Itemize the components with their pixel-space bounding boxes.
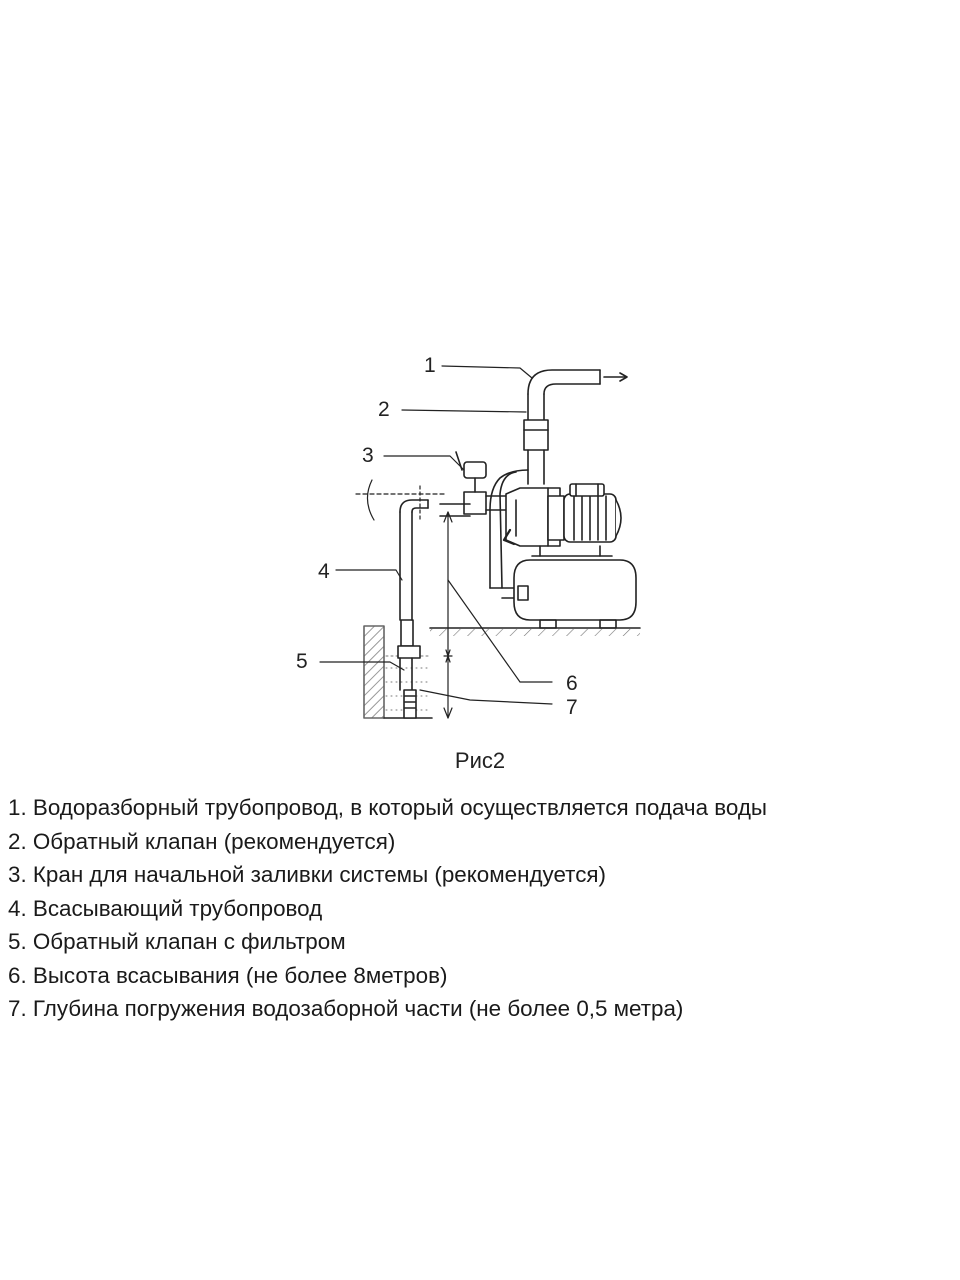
pressure-tank — [513, 559, 637, 629]
suction-connection — [439, 491, 507, 517]
well-wall — [363, 625, 385, 719]
pressure-switch — [502, 528, 516, 546]
legend-item: 7. Глубина погружения водозаборной части… — [8, 996, 684, 1021]
callout-2: 2 — [378, 398, 390, 421]
ground-line — [429, 627, 641, 636]
callout-5: 5 — [296, 650, 308, 673]
callout-6: 6 — [566, 672, 578, 695]
legend-item: 3. Кран для начальной заливки системы (р… — [8, 862, 606, 887]
pump-installation-diagram — [319, 365, 641, 719]
pump-bracket — [531, 545, 613, 557]
angle-indicator — [355, 479, 445, 521]
foot-valve — [397, 619, 421, 719]
callout-7: 7 — [566, 696, 578, 719]
suction-pipe — [399, 499, 429, 621]
legend-item: 1. Водоразборный трубопровод, в который … — [8, 795, 768, 820]
figure-caption: Рис2 — [454, 748, 506, 773]
pump-motor — [563, 483, 622, 543]
suction-height-dimension — [443, 511, 453, 719]
callout-1: 1 — [424, 354, 436, 377]
outlet-check-valve — [523, 419, 549, 485]
priming-tap — [455, 451, 487, 493]
legend-item: 6. Высота всасывания (не более 8метров) — [8, 962, 448, 988]
legend-item: 2. Обратный клапан (рекомендуется) — [8, 828, 396, 854]
pump-body — [505, 487, 565, 547]
callout-leaders — [319, 365, 553, 705]
callout-3: 3 — [362, 444, 374, 467]
callout-4: 4 — [318, 560, 330, 583]
legend-list: 1. Водоразборный трубопровод, в который … — [8, 791, 767, 1026]
outlet-pipe — [527, 369, 628, 421]
legend-item: 4. Всасывающий трубопровод — [8, 895, 323, 921]
legend-item: 5. Обратный клапан с фильтром — [8, 929, 346, 954]
